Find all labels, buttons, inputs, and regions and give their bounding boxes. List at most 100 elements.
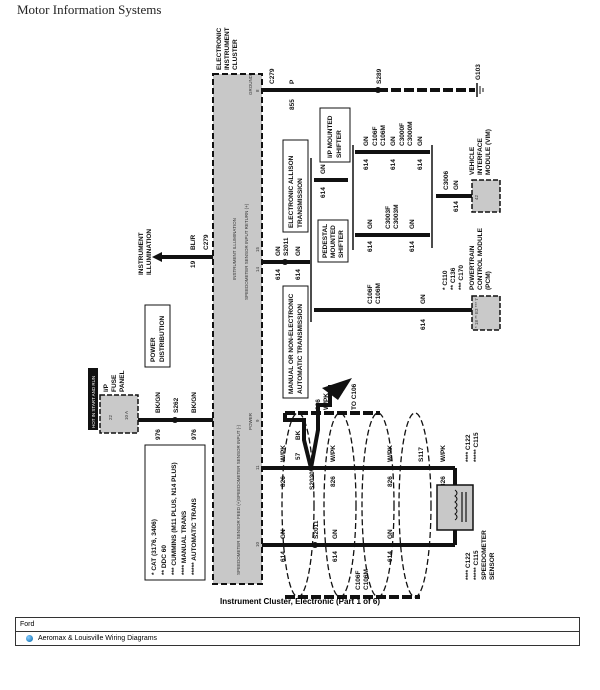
- svg-text:C106M: C106M: [375, 283, 382, 304]
- svg-text:W/PK: W/PK: [387, 445, 394, 462]
- illumination-circuit: INSTRUMENT ILLUMINATION 19 BL/R C279: [138, 229, 213, 275]
- svg-text:P: P: [289, 79, 296, 84]
- svg-text:S117: S117: [418, 447, 425, 462]
- svg-text:SHIFTER: SHIFTER: [338, 230, 345, 258]
- diagram-caption: Instrument Cluster, Electronic (Part 1 o…: [219, 597, 381, 606]
- svg-text:CLUSTER: CLUSTER: [232, 39, 239, 70]
- svg-text:S2011: S2011: [313, 520, 320, 539]
- svg-text:POWER: POWER: [248, 412, 253, 430]
- svg-text:22: 22: [108, 414, 113, 420]
- allison-box: [282, 139, 309, 233]
- svg-text:G103: G103: [475, 64, 482, 80]
- svg-text:614: 614: [332, 551, 339, 562]
- svg-text:S2011: S2011: [283, 237, 290, 256]
- svg-text:C3000M: C3000M: [407, 121, 414, 146]
- svg-text:SPEEDOMETER SENSOR INPUT RETUR: SPEEDOMETER SENSOR INPUT RETURN (+): [244, 203, 249, 300]
- svg-text:614: 614: [320, 187, 327, 198]
- svg-text:C279: C279: [269, 68, 276, 84]
- svg-text:* 18 ** E3 *** 7: * 18 ** E3 *** 7: [474, 298, 479, 328]
- svg-text:826: 826: [315, 399, 322, 410]
- svg-text:SENSOR: SENSOR: [489, 552, 496, 580]
- svg-text:10: 10: [255, 541, 260, 547]
- manual-trans-box: [282, 285, 309, 399]
- svg-text:I/P MOUNTED: I/P MOUNTED: [327, 115, 334, 158]
- svg-text:***** C115: ***** C115: [473, 550, 480, 580]
- svg-text:VEHICLE: VEHICLE: [469, 146, 476, 175]
- wiring-diagram: ELECTRONIC INSTRUMENT CLUSTER GROUND 8 I…: [88, 27, 501, 599]
- svg-text:ILLUMINATION: ILLUMINATION: [146, 229, 153, 275]
- svg-text:614: 614: [420, 319, 427, 330]
- svg-text:* C110: * C110: [442, 270, 449, 290]
- svg-text:11: 11: [255, 465, 260, 470]
- svg-text:GN: GN: [280, 529, 287, 539]
- svg-text:MOUNTED: MOUNTED: [330, 225, 337, 258]
- svg-text:C279: C279: [203, 234, 210, 250]
- svg-text:**** MANUAL TRANS: **** MANUAL TRANS: [181, 510, 188, 575]
- cluster-pin-labels: GROUND 8 INSTRUMENT ILLUMINATION 15 SPEE…: [232, 74, 260, 575]
- svg-text:TO C106: TO C106: [351, 383, 358, 410]
- svg-text:GN: GN: [367, 219, 374, 229]
- svg-text:GN: GN: [275, 246, 282, 256]
- svg-text:S2030: S2030: [309, 471, 316, 490]
- svg-text:POWER: POWER: [150, 337, 157, 362]
- svg-text:10 A: 10 A: [124, 411, 129, 420]
- bullet-icon: [26, 635, 33, 642]
- svg-text:BK: BK: [295, 430, 302, 440]
- svg-text:GN: GN: [363, 136, 370, 146]
- page-header: Motor Information Systems: [17, 2, 162, 17]
- footer-link[interactable]: Aeromax & Louisville Wiring Diagrams: [38, 635, 158, 642]
- svg-text:BK/GN: BK/GN: [191, 392, 198, 413]
- svg-text:I/P: I/P: [103, 383, 110, 392]
- svg-text:GROUND: GROUND: [248, 74, 253, 95]
- svg-text:SHIFTER: SHIFTER: [336, 130, 343, 158]
- transmission-circuit: GN 614 S2011 GN 614 ELECTRONIC ALLISON T…: [262, 107, 472, 399]
- coil-icon: [454, 489, 458, 521]
- svg-text:BK/GN: BK/GN: [155, 392, 162, 413]
- svg-text:976: 976: [155, 429, 162, 440]
- svg-text:**** C122: **** C122: [465, 552, 472, 580]
- svg-text:SPEEDOMETER SENSOR FEED (+): SPEEDOMETER SENSOR FEED (+): [236, 500, 241, 575]
- svg-text:C106F: C106F: [355, 570, 362, 590]
- svg-text:614: 614: [453, 201, 460, 212]
- svg-text:826: 826: [280, 476, 287, 487]
- svg-text:614: 614: [387, 551, 394, 562]
- svg-text:W/PK: W/PK: [330, 445, 337, 462]
- svg-text:PANEL: PANEL: [119, 370, 126, 392]
- svg-text:GN: GN: [409, 219, 416, 229]
- svg-text:POWERTRAIN: POWERTRAIN: [469, 245, 476, 290]
- arrow-icon: [152, 252, 162, 262]
- svg-text:C106F: C106F: [372, 126, 379, 146]
- fuse-panel-box: [99, 394, 139, 434]
- svg-text:W/PK: W/PK: [440, 445, 447, 462]
- power-circuit: HOT IN START AND RUN 22 10 A I/P FUSE PA…: [88, 304, 213, 440]
- svg-text:14: 14: [255, 266, 260, 272]
- svg-text:614: 614: [295, 269, 302, 280]
- svg-text:HOT IN START AND RUN: HOT IN START AND RUN: [91, 376, 96, 428]
- svg-text:AUTOMATIC TRANSMISSION: AUTOMATIC TRANSMISSION: [297, 304, 304, 394]
- footer-link-row[interactable]: Aeromax & Louisville Wiring Diagrams: [16, 631, 579, 645]
- svg-text:614: 614: [363, 159, 370, 170]
- svg-text:C106M: C106M: [380, 125, 387, 146]
- svg-text:826: 826: [387, 476, 394, 487]
- svg-text:INSTRUMENT: INSTRUMENT: [224, 27, 231, 70]
- svg-text:PEDESTAL: PEDESTAL: [322, 224, 329, 258]
- svg-text:SPEEDOMETER SENSOR INPUT (-): SPEEDOMETER SENSOR INPUT (-): [236, 424, 241, 500]
- svg-text:614: 614: [280, 551, 287, 562]
- svg-text:SPEEDOMETER: SPEEDOMETER: [481, 530, 488, 580]
- svg-text:W/PK: W/PK: [323, 393, 330, 410]
- svg-text:GN: GN: [295, 246, 302, 256]
- speedometer-sensor-circuit: C TO C106 826 W/PK BK 57 W/PK 826 S2030 …: [262, 378, 496, 599]
- svg-text:C3003F: C3003F: [385, 206, 392, 229]
- svg-text:C3006: C3006: [443, 170, 450, 190]
- svg-text:57: 57: [295, 452, 302, 460]
- svg-text:** C136: ** C136: [450, 267, 457, 290]
- svg-text:C: C: [343, 390, 347, 395]
- svg-text:19: 19: [190, 260, 197, 268]
- instrument-cluster-box: [212, 73, 263, 585]
- pcm-module: * 18 ** E3 *** 7 * C110 ** C136 *** C170…: [442, 227, 501, 331]
- connector-arrow-icon: [322, 378, 352, 400]
- svg-text:INTERFACE: INTERFACE: [477, 138, 484, 176]
- svg-text:614: 614: [390, 159, 397, 170]
- svg-text:42: 42: [474, 194, 479, 200]
- svg-text:976: 976: [191, 429, 198, 440]
